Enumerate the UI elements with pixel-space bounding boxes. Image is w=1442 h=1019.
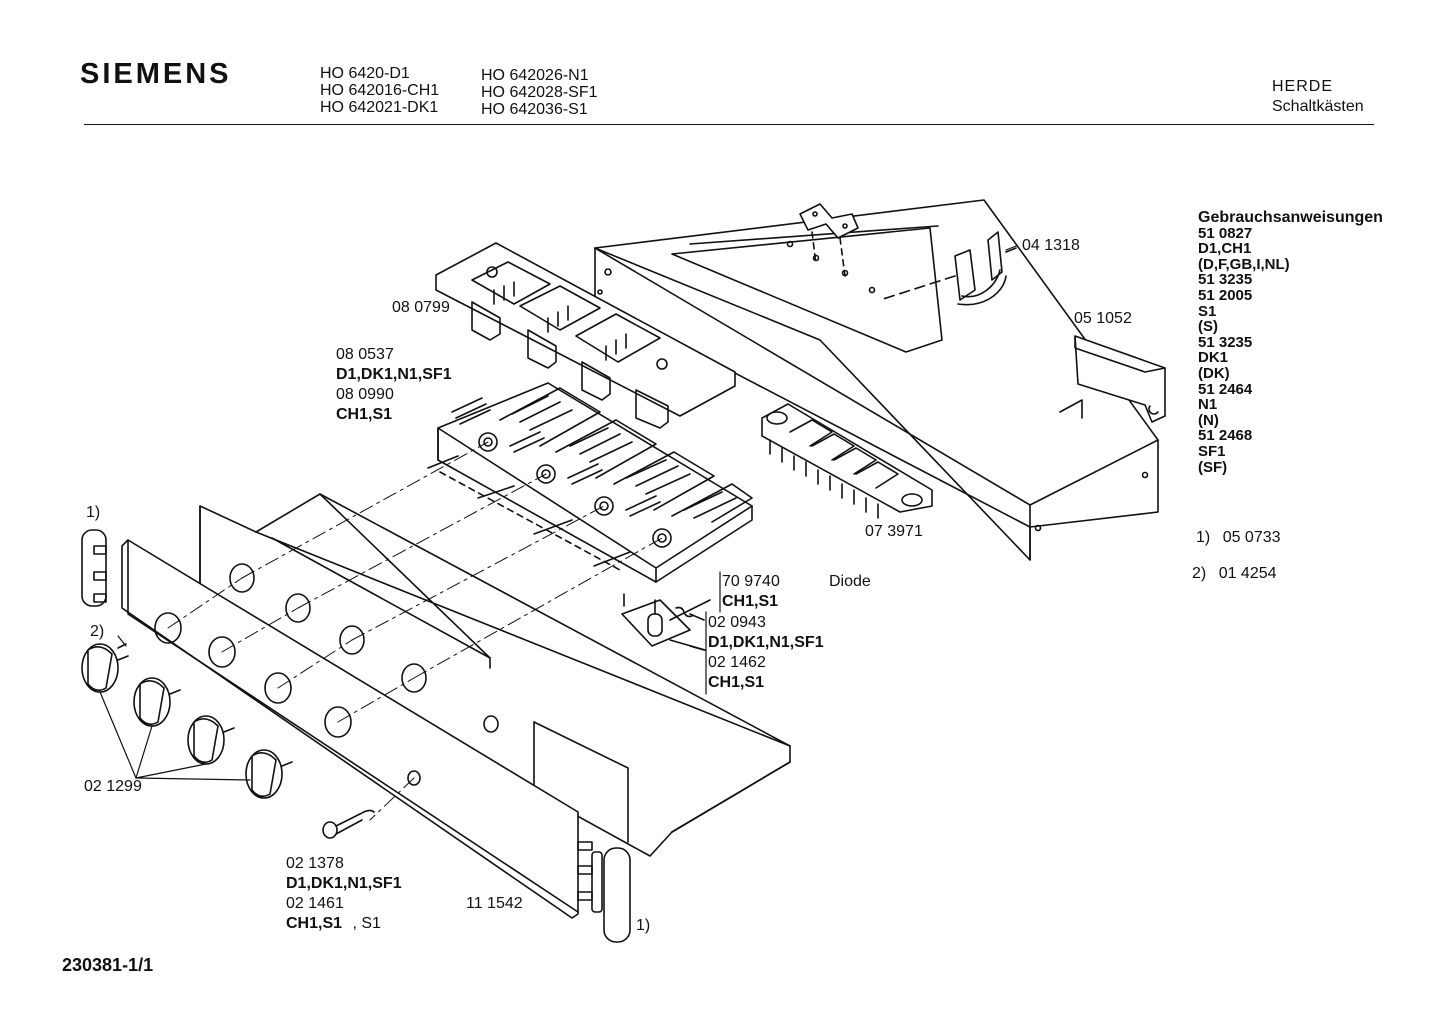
variant-label: CH1,S1 (722, 593, 779, 610)
document-number: 230381-1/1 (62, 955, 154, 975)
variant-label-extra: , S1 (352, 915, 381, 932)
model-list-right: HO 642026-N1 HO 642028-SF1 HO 642036-S1 (481, 67, 598, 118)
part-label-group: 70 9740 CH1,S1 (722, 572, 780, 612)
manual-entry: DK1 (1198, 349, 1229, 367)
guide-rods (427, 455, 631, 571)
part-label: 11 1542 (466, 895, 523, 912)
control-knobs (81, 643, 293, 799)
manual-entry: (DK) (1198, 364, 1230, 382)
rotary-switch-block (437, 382, 753, 583)
manual-entry: S1 (1198, 302, 1217, 320)
part-label: 70 9740 (722, 573, 780, 590)
manual-entry: 51 2468 (1198, 427, 1253, 445)
brand-logo: SIEMENS (80, 58, 232, 90)
manual-entry: SF1 (1198, 442, 1226, 460)
part-label-group: 08 0537 D1,DK1,N1,SF1 08 0990 CH1,S1 (336, 345, 452, 425)
diode-assembly (621, 593, 711, 651)
manual-entry: N1 (1198, 396, 1218, 414)
part-label: 08 0990 (336, 386, 394, 403)
manuals-title: Gebrauchsanweisungen (1198, 209, 1383, 226)
variant-label: CH1,S1 (708, 674, 765, 691)
indicator-lamp (322, 809, 375, 839)
front-panel (121, 539, 579, 919)
model-number: HO 642036-S1 (481, 101, 588, 118)
side-clip-left (81, 529, 107, 607)
control-knob (245, 749, 293, 799)
footnote-part: 05 0733 (1222, 529, 1281, 546)
manual-entry: (SF) (1198, 458, 1228, 476)
model-number: HO 642028-SF1 (481, 84, 598, 101)
footnote-marker: 1) (1196, 529, 1211, 546)
footnote: 2) 01 4254 (1192, 565, 1277, 583)
part-label: 04 1318 (1022, 237, 1080, 254)
mounting-bracket-top (799, 203, 859, 277)
terminal-strip (761, 403, 933, 519)
part-description: Diode (829, 573, 871, 590)
part-label: 02 1461 (286, 895, 344, 912)
manual-entry: 51 2464 (1198, 380, 1253, 398)
knob-leader-lines (99, 691, 251, 781)
model-number: HO 642016-CH1 (320, 82, 440, 99)
model-list-left: HO 6420-D1 HO 642016-CH1 HO 642021-DK1 (320, 65, 439, 116)
footnote-marker: 2) (1192, 565, 1207, 582)
side-plate (1074, 335, 1166, 423)
part-label: 02 1462 (708, 654, 766, 671)
manual-entry: 51 3235 (1198, 333, 1253, 351)
control-knob (133, 677, 181, 727)
model-number: HO 6420-D1 (320, 65, 410, 82)
footnote-ref: 1) (86, 504, 101, 521)
control-knob (81, 643, 129, 693)
part-label-group: 02 1378 D1,DK1,N1,SF1 02 1461 CH1,S1 , S… (286, 854, 402, 934)
footnote: 1) 05 0733 (1196, 529, 1281, 547)
footnote-ref: 1) (636, 917, 651, 934)
category-title: HERDE (1272, 78, 1334, 95)
variant-label: CH1,S1 (336, 406, 393, 423)
category-subtitle: Schaltkästen (1272, 98, 1364, 115)
footnote-part: 01 4254 (1218, 565, 1277, 582)
part-label: 02 0943 (708, 614, 766, 631)
variant-label: D1,DK1,N1,SF1 (286, 875, 402, 892)
variant-label: D1,DK1,N1,SF1 (708, 634, 824, 651)
control-panel-housing (199, 493, 791, 857)
side-clip-right (577, 841, 631, 943)
header-divider (84, 124, 1374, 125)
manual-entry: D1,CH1 (1198, 240, 1252, 258)
label-leaders (117, 245, 1017, 695)
variant-label-row: CH1,S1 , S1 (286, 914, 402, 934)
part-label: 02 1299 (84, 778, 142, 795)
model-number: HO 642026-N1 (481, 67, 589, 84)
manual-entry: (D,F,GB,I,NL) (1198, 255, 1290, 273)
part-label: 07 3971 (865, 523, 923, 540)
projection-lines (167, 441, 663, 821)
category-block: HERDE Schaltkästen (1272, 77, 1364, 117)
part-label: 05 1052 (1074, 310, 1132, 327)
manual-entry: (N) (1198, 411, 1219, 429)
switch-tray (435, 242, 736, 429)
manual-entry: 51 3235 (1198, 271, 1253, 289)
control-knob (187, 715, 235, 765)
footnote-ref: 2) (90, 623, 105, 640)
variant-label: D1,DK1,N1,SF1 (336, 366, 452, 383)
spring-clip (879, 231, 1017, 306)
manuals-list: Gebrauchsanweisungen 51 0827 D1,CH1 (D,F… (1198, 210, 1383, 475)
manual-entry: 51 0827 (1198, 224, 1253, 242)
variant-label: CH1,S1 (286, 915, 343, 932)
part-label: 08 0799 (392, 299, 450, 316)
housing-box (594, 199, 1159, 561)
part-label: 08 0537 (336, 346, 394, 363)
part-label-group: 02 0943 D1,DK1,N1,SF1 02 1462 CH1,S1 (708, 613, 824, 693)
part-label: 02 1378 (286, 855, 344, 872)
manual-entry: 51 2005 (1198, 286, 1253, 304)
manual-entry: (S) (1198, 318, 1218, 336)
model-number: HO 642021-DK1 (320, 99, 439, 116)
